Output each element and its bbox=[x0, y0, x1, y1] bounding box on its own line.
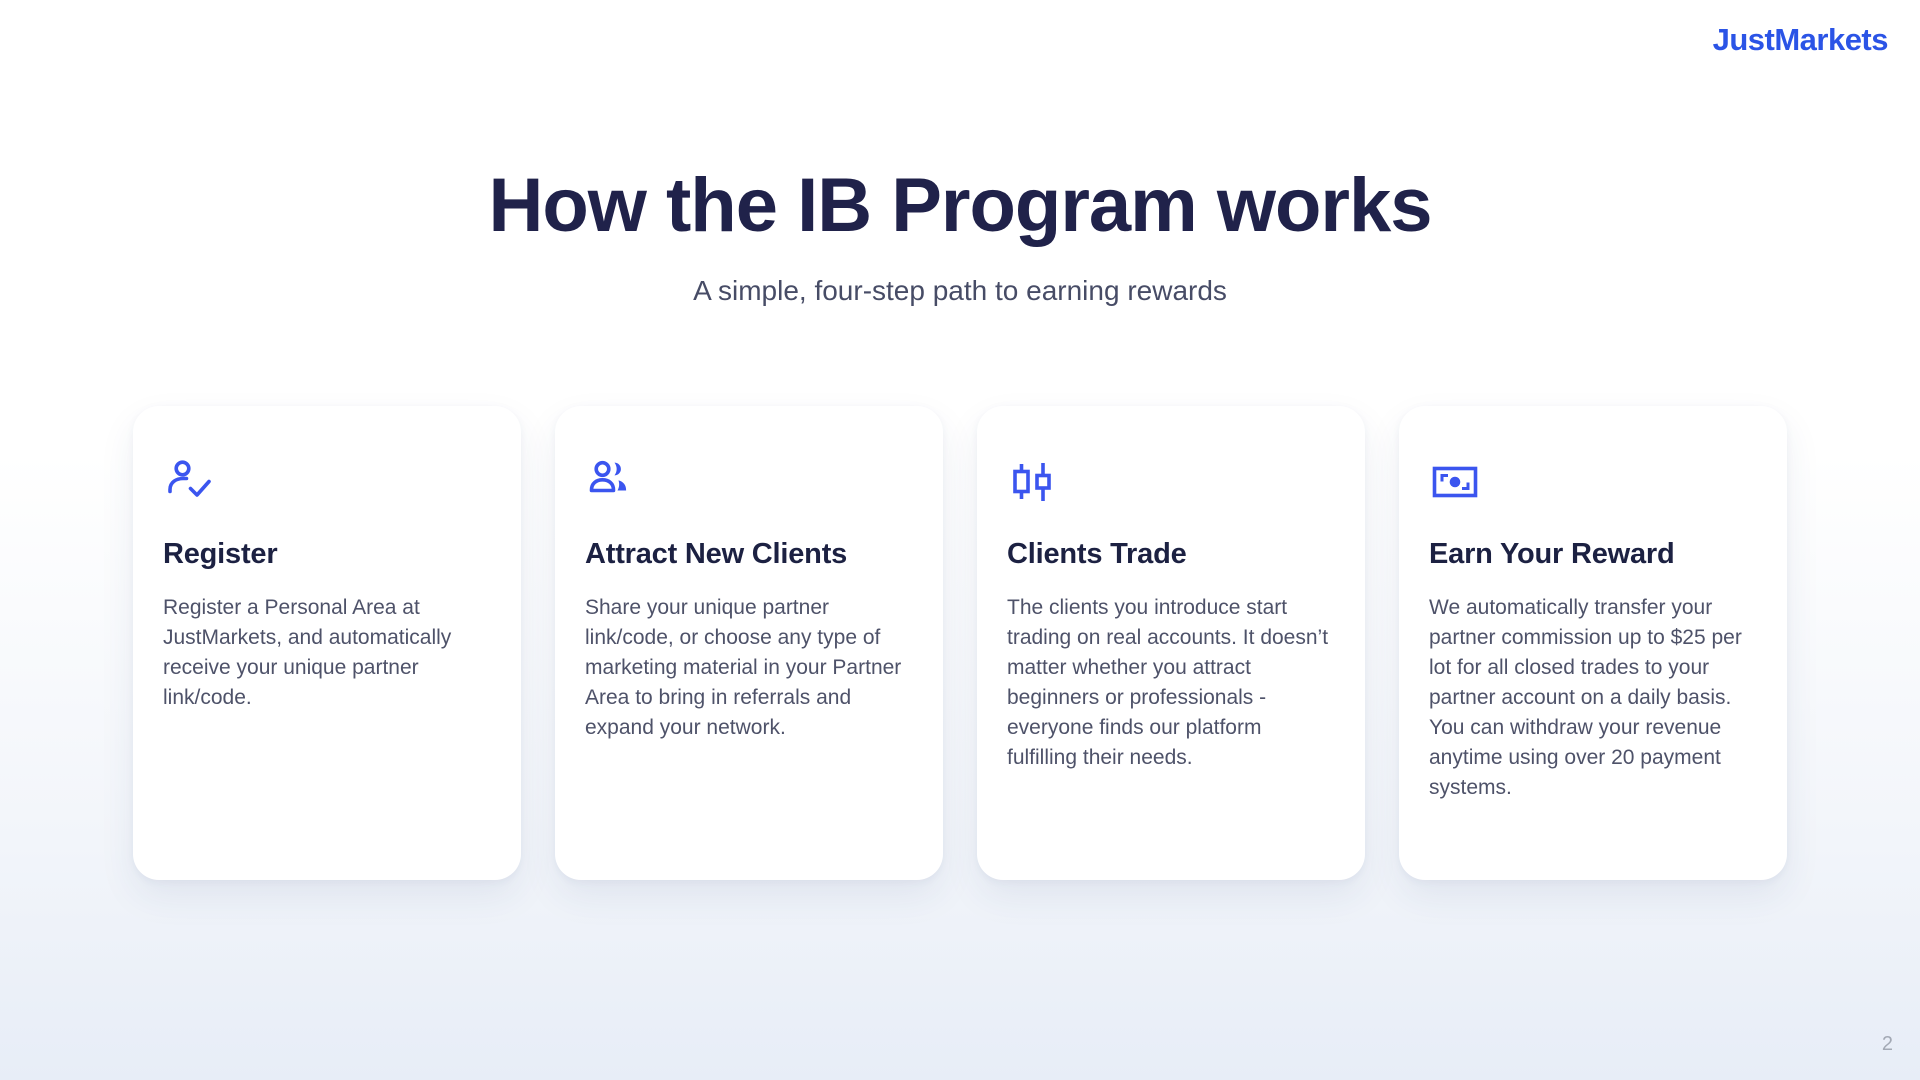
steps-card-row: Register Register a Personal Area at Jus… bbox=[0, 406, 1920, 880]
card-title: Earn Your Reward bbox=[1429, 538, 1675, 570]
page-number: 2 bbox=[1881, 1033, 1893, 1055]
justmarkets-logo: JustMarkets bbox=[1712, 22, 1889, 57]
slide-header: How the IB Program works A simple, four-… bbox=[0, 0, 1920, 307]
card-register: Register Register a Personal Area at Jus… bbox=[133, 406, 521, 880]
page-title: How the IB Program works bbox=[488, 163, 1432, 248]
card-earn-your-reward: Earn Your Reward We automatically transf… bbox=[1399, 406, 1787, 880]
user-check-icon bbox=[165, 458, 491, 506]
card-title: Clients Trade bbox=[1007, 538, 1187, 570]
card-body: We automatically transfer your partner c… bbox=[1429, 596, 1742, 799]
card-body: Share your unique partner link/code, or … bbox=[585, 596, 902, 739]
card-attract-new-clients: Attract New Clients Share your unique pa… bbox=[555, 406, 943, 880]
banknote-icon bbox=[1431, 458, 1757, 506]
page-subtitle: A simple, four-step path to earning rewa… bbox=[693, 275, 1227, 306]
card-body: The clients you introduce start trading … bbox=[1007, 596, 1329, 769]
users-icon bbox=[587, 458, 913, 506]
card-body: Register a Personal Area at JustMarkets,… bbox=[163, 596, 452, 709]
card-clients-trade: Clients Trade The clients you introduce … bbox=[977, 406, 1365, 880]
card-title: Attract New Clients bbox=[585, 538, 848, 570]
card-title: Register bbox=[163, 538, 278, 570]
candlestick-chart-icon bbox=[1009, 458, 1335, 506]
